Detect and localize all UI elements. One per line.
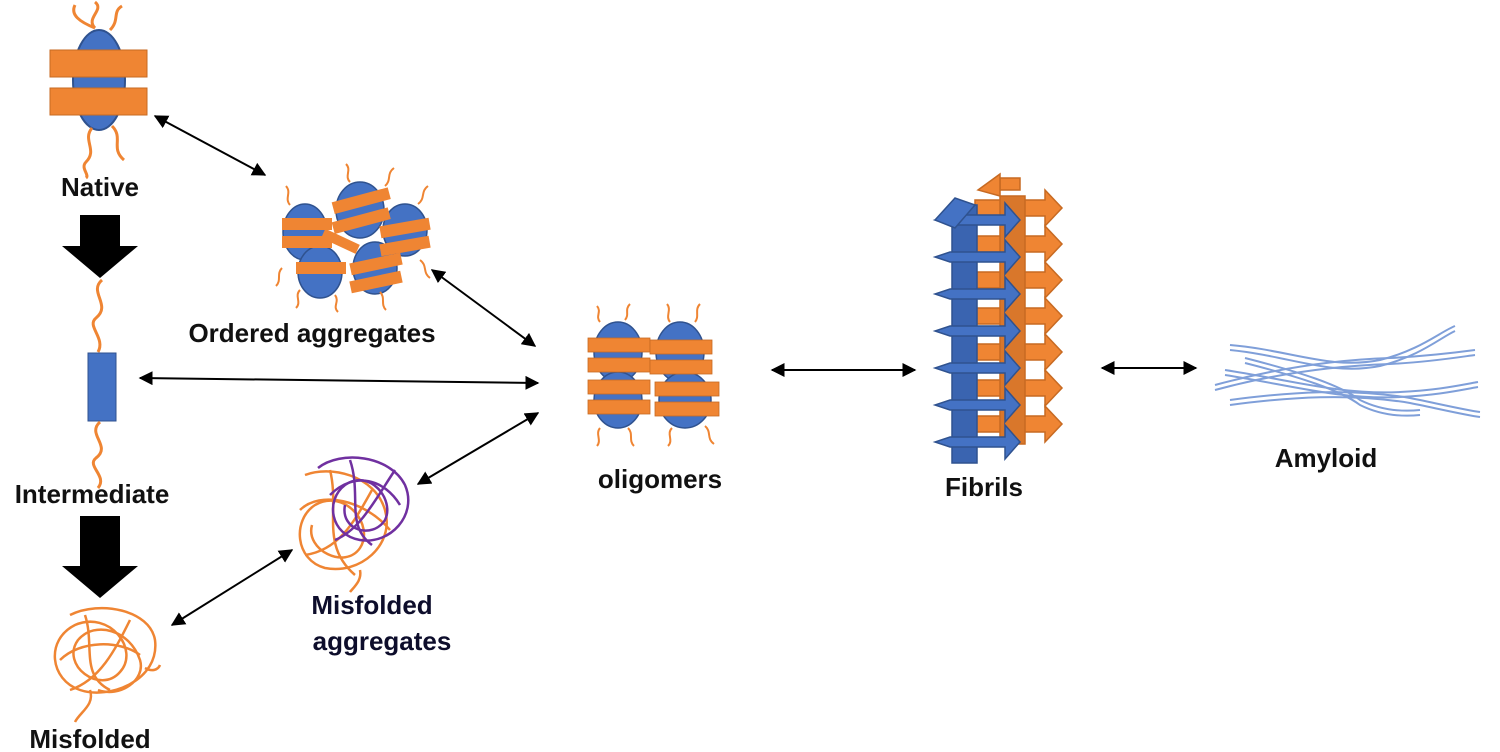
ordered-aggregates-label: Ordered aggregates xyxy=(188,318,435,348)
misfolded-label: Misfolded xyxy=(29,724,150,752)
pathway-arrows xyxy=(138,115,1198,626)
intermediate-label: Intermediate xyxy=(15,479,170,509)
intermediate-oligomers-arrow xyxy=(138,371,540,390)
oligomers-label: oligomers xyxy=(598,464,722,494)
misfolded-aggregates-label-line1: Misfolded xyxy=(311,590,432,620)
amyloid-icon xyxy=(1214,325,1481,418)
misfolded-aggregates-label-line2: aggregates xyxy=(313,626,452,656)
amyloid-label: Amyloid xyxy=(1275,443,1378,473)
misfolded-protein-icon xyxy=(53,606,162,723)
down-arrow-icon xyxy=(62,215,138,278)
fibrils-icon xyxy=(932,172,1064,464)
misagg-oligomers-arrow xyxy=(416,412,540,485)
intermediate-protein-icon xyxy=(87,278,117,489)
native-protein-icon xyxy=(49,0,148,180)
oligomers-icon xyxy=(587,303,720,447)
misfolded-aggregates-icon xyxy=(298,456,410,593)
native-label: Native xyxy=(61,172,139,202)
fibrils-label: Fibrils xyxy=(945,472,1023,502)
misfolded-misagg-arrow xyxy=(170,549,294,626)
native-ordered-arrow xyxy=(153,115,267,176)
ordered-oligomers-arrow xyxy=(430,269,537,347)
ordered-aggregates-icon xyxy=(275,163,431,313)
down-arrow-icon xyxy=(62,516,138,598)
